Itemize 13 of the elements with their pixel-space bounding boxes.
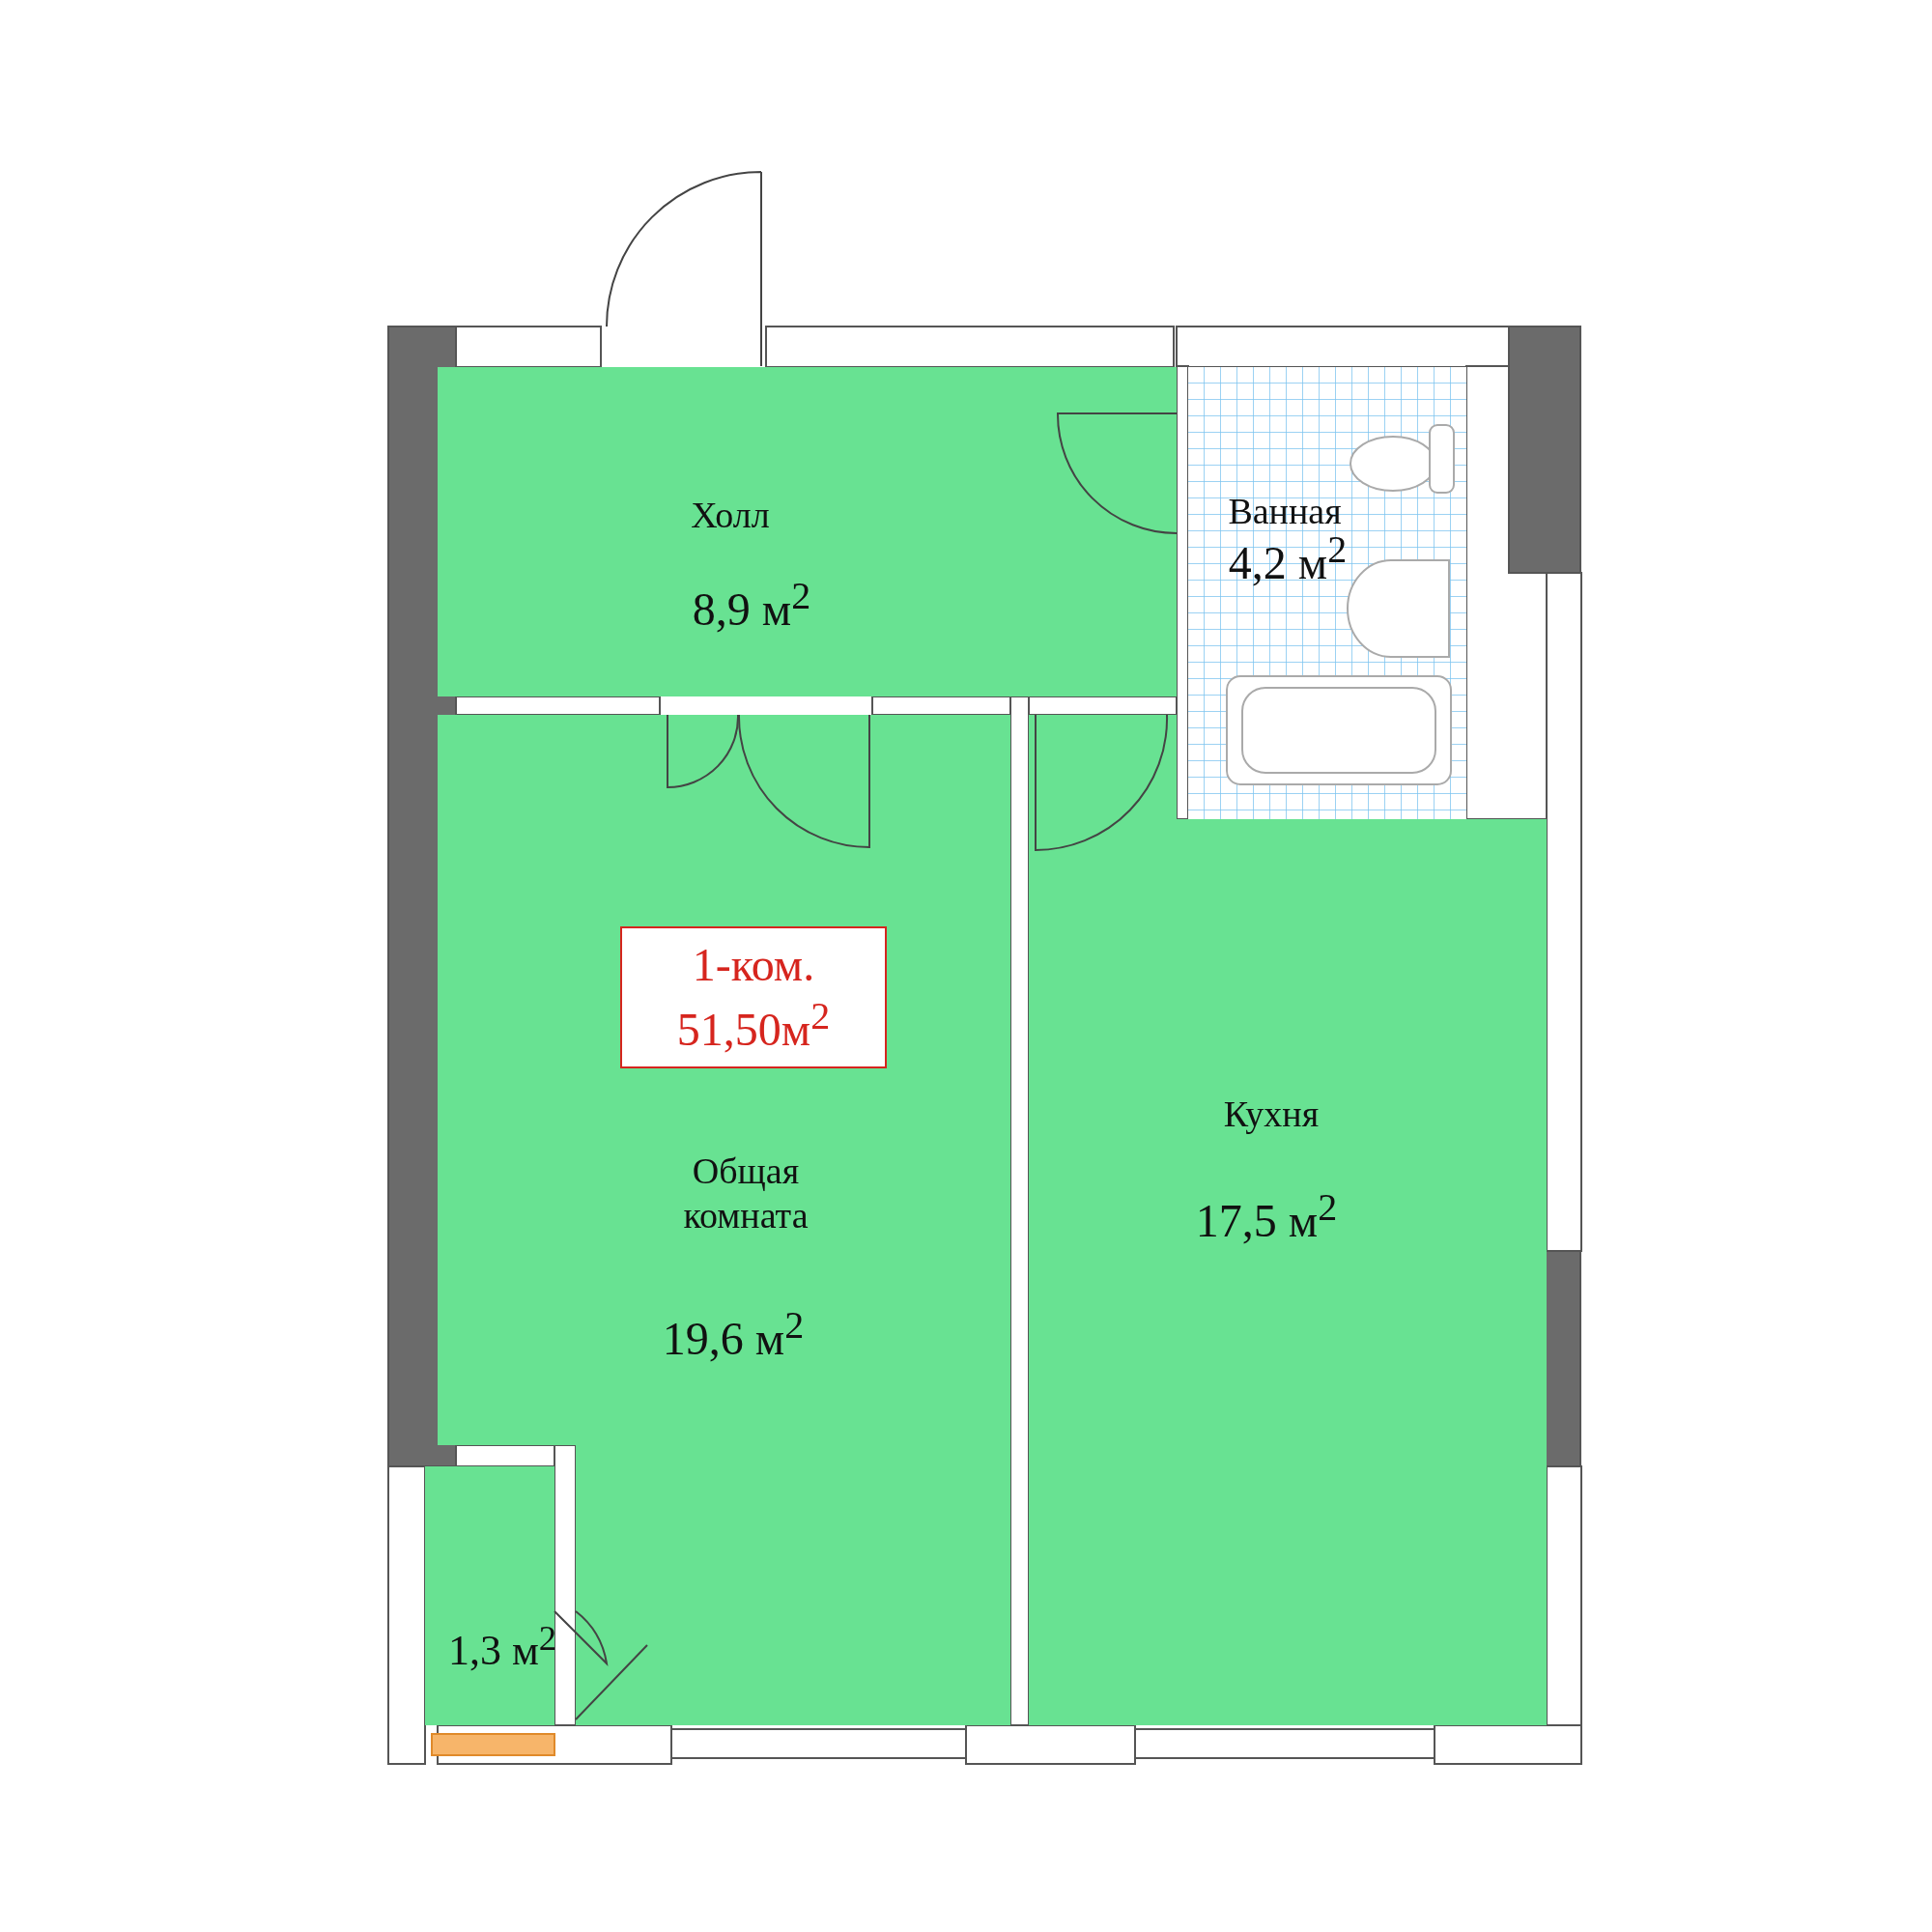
apartment-tag bbox=[620, 926, 887, 1068]
room-area bbox=[438, 367, 1177, 696]
room-name: Холл bbox=[691, 494, 770, 538]
room-name: Общая комната bbox=[682, 1150, 810, 1237]
apartment-label: 1-ком. 51,50м$^{2}$ bbox=[675, 937, 832, 1057]
room-area bbox=[1029, 715, 1547, 1725]
closet-area bbox=[425, 1466, 554, 1725]
room-name: Кухня bbox=[1223, 1093, 1320, 1137]
area-label: 1,3 м$^{2}$ bbox=[447, 1616, 557, 1677]
room-area bbox=[438, 715, 1010, 1725]
area-label: 19,6 м$^{2}$ bbox=[662, 1301, 805, 1366]
area-label: 17,5 м$^{2}$ bbox=[1195, 1183, 1338, 1248]
area-label: 8,9 м$^{2}$ bbox=[692, 572, 811, 637]
